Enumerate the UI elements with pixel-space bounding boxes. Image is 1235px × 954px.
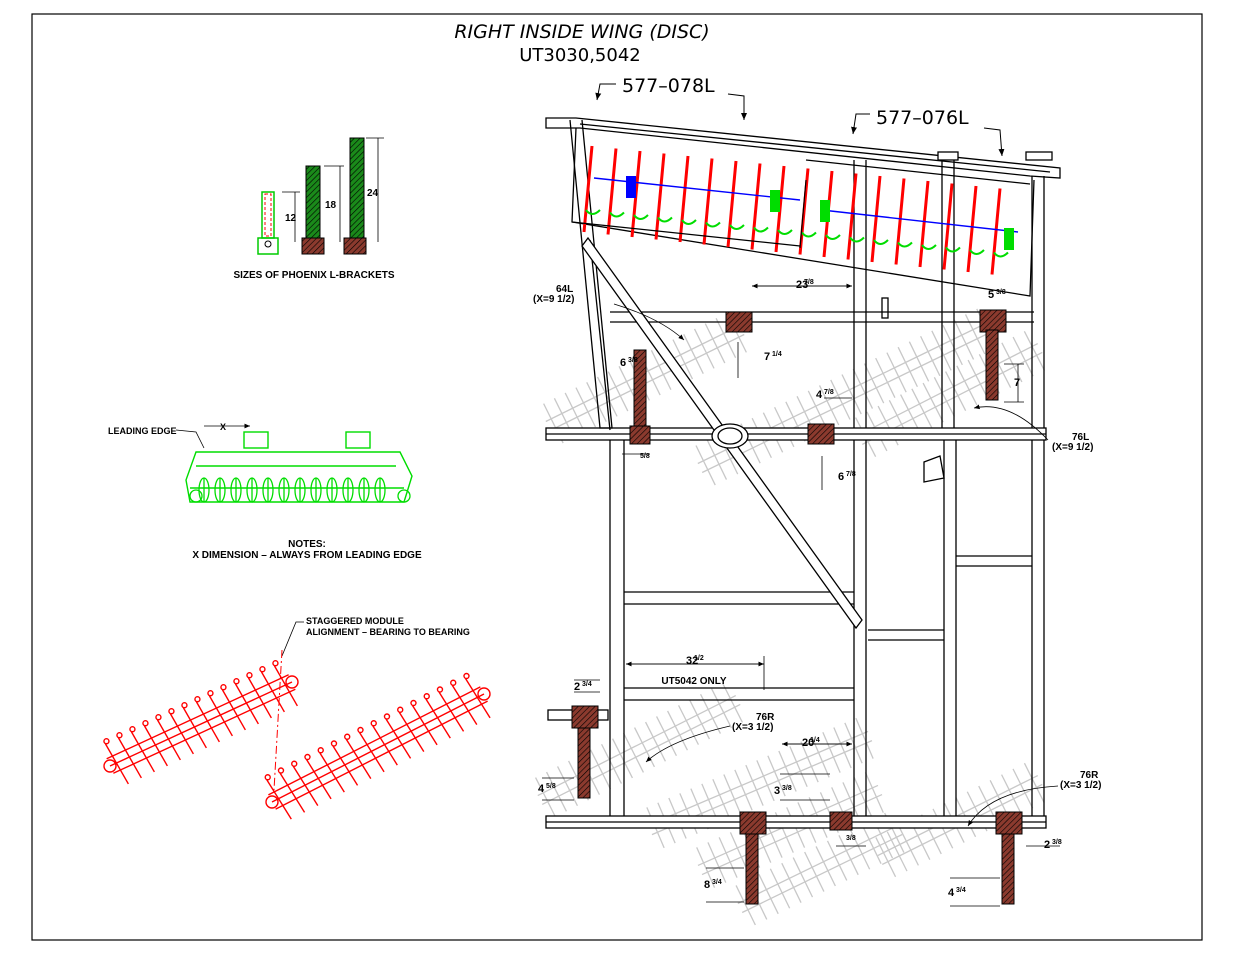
bracket-height-12: 12 xyxy=(285,213,297,224)
svg-text:3/8: 3/8 xyxy=(628,357,638,364)
stagger-line-2: ALIGNMENT – BEARING TO BEARING xyxy=(306,627,470,637)
ut5042-only-label: UT5042 ONLY xyxy=(661,676,727,687)
upper-disc-module xyxy=(571,145,1031,275)
svg-text:4: 4 xyxy=(948,887,955,899)
x-dimension-label: X xyxy=(220,422,226,432)
callout-76r-1-a: 76R xyxy=(756,712,775,723)
dimension-d20: 201/4 xyxy=(802,737,820,749)
svg-text:2: 2 xyxy=(1044,839,1050,851)
dimensions xyxy=(542,283,1060,907)
callout-76l-b: (X=9 1/2) xyxy=(1052,442,1093,453)
frame-brackets xyxy=(571,309,1023,905)
svg-text:1/4: 1/4 xyxy=(772,351,782,358)
dimension-d23: 237/8 xyxy=(796,279,814,291)
notes-title: NOTES: xyxy=(288,539,326,550)
stagger-line-1: STAGGERED MODULE xyxy=(306,616,404,626)
leading-edge-label: LEADING EDGE xyxy=(108,426,177,436)
svg-text:3/4: 3/4 xyxy=(956,887,966,894)
dimension-d3b_frac: 3/8 xyxy=(846,835,856,842)
callout-76l-a: 76L xyxy=(1072,432,1089,443)
svg-text:3/8: 3/8 xyxy=(782,785,792,792)
svg-text:32: 32 xyxy=(686,655,698,667)
bracket-sizes-figure: 12 18 24 SIZES OF PHOENIX L-BRACKETS xyxy=(233,137,395,281)
leading-edge-figure: LEADING EDGE X NOTES: X DIMENSION – ALWA… xyxy=(108,422,422,561)
title-line-1: RIGHT INSIDE WING (DISC) xyxy=(454,21,709,43)
svg-text:3/8: 3/8 xyxy=(846,835,856,842)
callout-76r-2-b: (X=3 1/2) xyxy=(1060,780,1101,791)
svg-text:7/8: 7/8 xyxy=(824,389,834,396)
svg-text:3: 3 xyxy=(774,785,780,797)
svg-text:3/8: 3/8 xyxy=(1052,839,1062,846)
svg-text:5/8: 5/8 xyxy=(640,453,650,460)
callout-64l-b: (X=9 1/2) xyxy=(533,294,574,305)
part-callout-078l: 577–078L xyxy=(595,75,747,120)
svg-text:20: 20 xyxy=(802,737,814,749)
dimension-d7b: 7 xyxy=(1014,377,1020,389)
title-line-2: UT3030,5042 xyxy=(519,45,641,66)
svg-text:2: 2 xyxy=(574,681,580,693)
svg-text:3/4: 3/4 xyxy=(712,879,722,886)
svg-text:1/2: 1/2 xyxy=(694,655,704,662)
svg-text:8: 8 xyxy=(704,879,710,891)
dimension-d32: 321/2 xyxy=(686,655,704,667)
svg-text:6: 6 xyxy=(838,471,844,483)
svg-text:7: 7 xyxy=(764,351,770,363)
svg-text:577–078L: 577–078L xyxy=(622,75,715,97)
svg-text:5/8: 5/8 xyxy=(546,783,556,790)
svg-text:7/8: 7/8 xyxy=(804,279,814,286)
sheet-border xyxy=(31,13,1203,941)
svg-text:3/8: 3/8 xyxy=(996,289,1006,296)
dimension-d5b_frac: 5/8 xyxy=(640,453,650,460)
notes-text: X DIMENSION – ALWAYS FROM LEADING EDGE xyxy=(192,550,422,561)
callout-64l-a: 64L xyxy=(556,284,573,295)
callout-76r-1-b: (X=3 1/2) xyxy=(732,722,773,733)
svg-text:7: 7 xyxy=(1014,377,1020,389)
svg-text:23: 23 xyxy=(796,279,808,291)
svg-text:4: 4 xyxy=(538,783,545,795)
part-callout-076l: 577–076L xyxy=(851,107,1005,157)
main-frame xyxy=(545,117,1061,829)
svg-text:577–076L: 577–076L xyxy=(876,107,969,129)
svg-text:1/4: 1/4 xyxy=(810,737,820,744)
callout-76r-2-a: 76R xyxy=(1080,770,1099,781)
bracket-height-18: 18 xyxy=(325,200,337,211)
svg-text:7/8: 7/8 xyxy=(846,471,856,478)
bracket-height-24: 24 xyxy=(367,188,379,199)
bracket-caption: SIZES OF PHOENIX L-BRACKETS xyxy=(233,270,394,281)
svg-text:6: 6 xyxy=(620,357,626,369)
staggered-module-figure: STAGGERED MODULE ALIGNMENT – BEARING TO … xyxy=(103,616,491,820)
ghost-disc-gangs xyxy=(535,308,1045,926)
svg-text:4: 4 xyxy=(816,389,823,401)
callouts: 64L (X=9 1/2) 76L (X=9 1/2) 76R (X=3 1/2… xyxy=(533,284,1101,827)
svg-text:5: 5 xyxy=(988,289,994,301)
svg-text:3/4: 3/4 xyxy=(582,681,592,688)
